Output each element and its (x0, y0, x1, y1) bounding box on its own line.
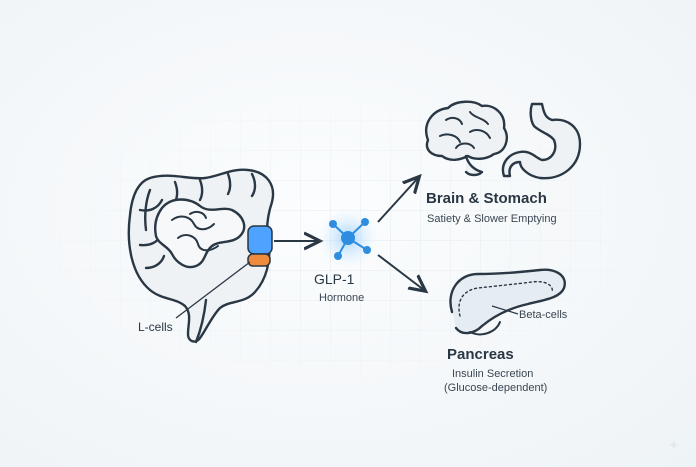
beta-cells-pointer (491, 305, 519, 315)
l-cells-pointer (175, 261, 251, 319)
l-cells-label: L-cells (138, 320, 173, 334)
stomach-icon (501, 102, 582, 180)
beta-cells-label: Beta-cells (519, 309, 568, 321)
pancreas-icon (449, 268, 566, 336)
pancreas-effect-2: (Glucose-dependent) (444, 382, 548, 394)
sparkle-icon: ✦ (668, 437, 680, 453)
arrow-to-pancreas (377, 254, 424, 290)
intestine-icon (127, 168, 275, 344)
brain-stomach-title: Brain & Stomach (426, 190, 547, 207)
hormone-label: Hormone (319, 292, 365, 304)
glp1-label: GLP-1 (314, 271, 355, 287)
brain-icon (425, 100, 508, 177)
molecule-icon (318, 208, 378, 268)
pancreas-title: Pancreas (447, 346, 514, 363)
arrow-to-brain-stomach (377, 178, 418, 223)
pancreas-effect-1: Insulin Secretion (452, 368, 534, 380)
brain-stomach-effect: Satiety & Slower Emptying (427, 213, 557, 225)
